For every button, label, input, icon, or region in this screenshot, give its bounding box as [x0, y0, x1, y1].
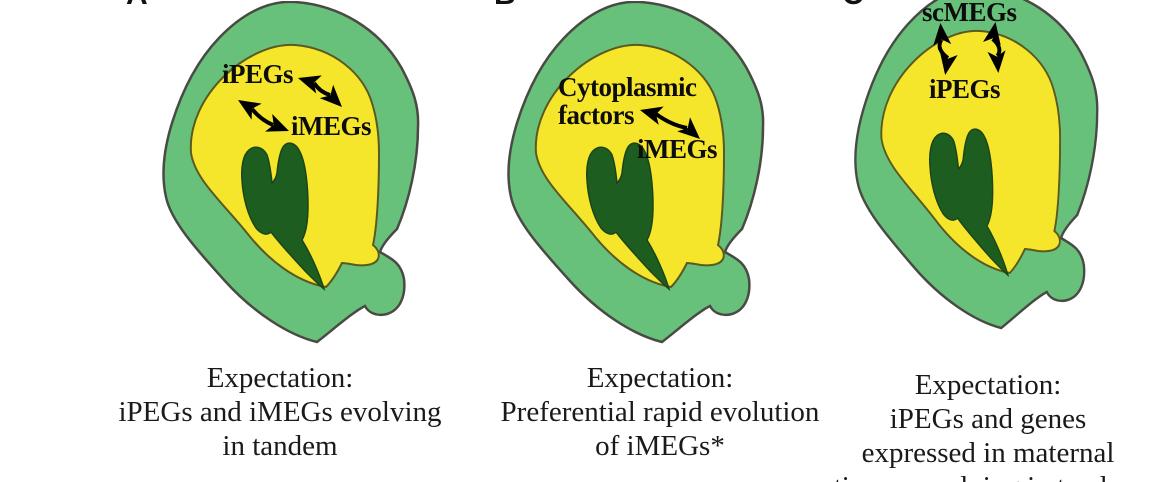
panel-a-label-imegs: iMEGs: [291, 111, 372, 141]
panel-b-letter: B: [494, 0, 516, 12]
double-arrow: [637, 100, 707, 147]
panel-c-label-ipegs: iPEGs: [929, 74, 1001, 104]
caption-line: tissues evolving in tandem: [798, 470, 1160, 482]
panel-a-seed-illustration: [162, 1, 420, 344]
caption-line: Expectation:: [914, 369, 1062, 401]
panel-b-label-imegs: iMEGs: [637, 134, 718, 164]
panel-b-caption: Expectation: Preferential rapid evolutio…: [470, 361, 850, 463]
double-arrow: [232, 91, 293, 140]
label-line: Cytoplasmic: [558, 72, 697, 102]
panel-c-seed-illustration: [854, 0, 1099, 330]
panel-a-caption: Expectation: iPEGs and iMEGs evolving in…: [90, 361, 470, 463]
caption-line: Preferential rapid evolution: [500, 396, 820, 428]
caption-line: Expectation:: [586, 362, 734, 394]
double-arrow: [295, 68, 349, 114]
label-line: factors: [558, 100, 634, 130]
panel-a-label-ipegs: iPEGs: [222, 59, 294, 89]
double-arrow: [982, 20, 1008, 74]
panel-b-seed-illustration: [507, 1, 765, 344]
caption-line: iPEGs and iMEGs evolving: [118, 396, 442, 428]
double-arrow: [931, 22, 958, 77]
panel-b-label-cytoplasmic: Cytoplasmic factors: [558, 73, 697, 129]
caption-line: of iMEGs*: [595, 430, 725, 462]
caption-line: expressed in maternal: [861, 437, 1115, 469]
caption-line: iPEGs and genes: [889, 403, 1087, 435]
panel-c-caption: Expectation: iPEGs and genes expressed i…: [798, 368, 1160, 482]
panel-c-label-scmegs: scMEGs: [922, 0, 1017, 27]
panel-a-letter: A: [126, 0, 148, 12]
panel-c-letter: C: [842, 0, 864, 12]
caption-line: in tandem: [222, 430, 338, 462]
caption-line: Expectation:: [206, 362, 354, 394]
